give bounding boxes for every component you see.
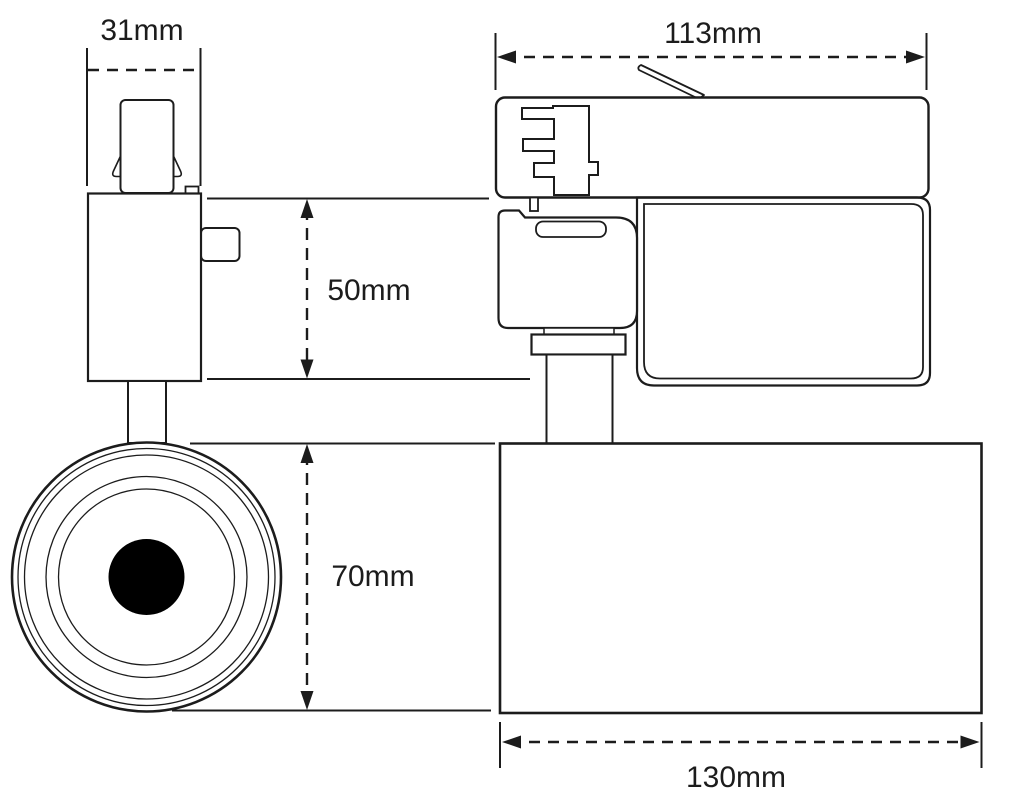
front-adapter-body [86, 192, 203, 383]
dim-130mm: 130mm [499, 722, 983, 794]
front-neck-stem [127, 380, 167, 444]
lens-ring-4 [57, 488, 236, 666]
dim-50mm-arrow-up [300, 199, 314, 218]
dim-label-130mm: 130mm [686, 761, 786, 794]
dim-70mm: 70mm [172, 442, 495, 712]
dim-130mm-arrow-right [960, 735, 980, 749]
front-view [10, 99, 283, 713]
dim-label-70mm: 70mm [331, 560, 414, 593]
dim-113mm-arrow-left [497, 50, 516, 64]
side-gearbox [497, 209, 639, 330]
dim-label-31mm: 31mm [100, 14, 183, 47]
front-connector-hook-right [172, 154, 183, 178]
dim-70mm-arrow-down [300, 691, 314, 710]
lens-center-dot [108, 539, 185, 615]
dim-113mm-arrow-right [906, 50, 925, 64]
dim-label-113mm: 113mm [664, 17, 762, 50]
dim-50mm: 50mm [207, 197, 530, 380]
side-flange [530, 333, 627, 356]
drawing-lines: 31mm 113mm 50mm [10, 14, 983, 794]
front-connector-hook-left [111, 154, 122, 178]
dim-130mm-arrow-left [502, 735, 521, 749]
dim-label-50mm: 50mm [327, 274, 410, 307]
dim-31mm: 31mm [86, 14, 202, 186]
side-housing-inner [643, 203, 924, 380]
lens-ring-2 [23, 454, 270, 700]
dim-70mm-arrow-up [300, 444, 314, 463]
lens-ring-3 [45, 475, 248, 679]
dim-50mm-arrow-down [300, 359, 314, 379]
side-lamp-body [498, 442, 983, 715]
dim-113mm: 113mm [494, 17, 928, 90]
front-side-knob [200, 227, 241, 262]
side-view [494, 64, 983, 715]
front-track-connector [119, 99, 175, 194]
lens-ring-1 [17, 447, 276, 707]
side-housing-outer [635, 196, 932, 387]
side-neck-stem [545, 353, 614, 445]
side-link-tab [529, 196, 539, 212]
side-release-lever [637, 64, 705, 100]
side-gearbox-slot [535, 220, 607, 238]
side-contact-pins [521, 105, 599, 196]
